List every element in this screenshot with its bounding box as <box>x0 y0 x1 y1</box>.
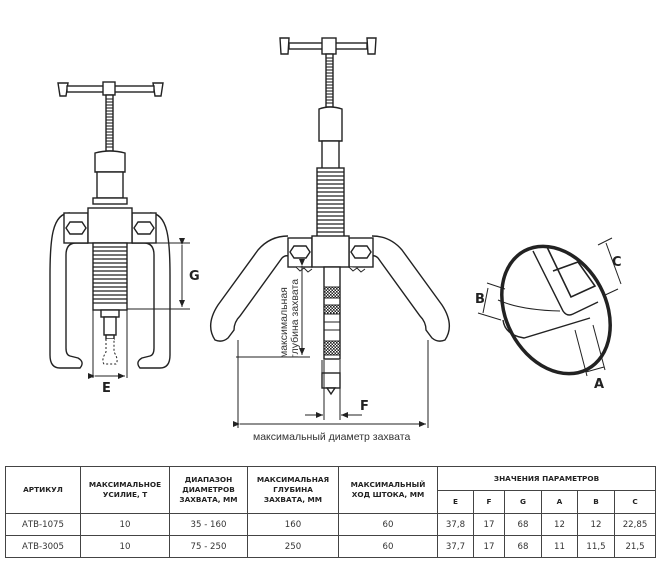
cell-e: 37,8 <box>437 513 474 536</box>
header-param-e: E <box>437 490 474 514</box>
dimension-label-e: E <box>102 381 111 396</box>
cell-e: 37,7 <box>437 535 474 558</box>
dimension-label-c: C <box>612 255 622 270</box>
cell-force: 10 <box>80 535 170 558</box>
cell-b: 12 <box>577 513 615 536</box>
dimension-label-g: G <box>189 269 200 284</box>
cell-f: 17 <box>473 513 505 536</box>
header-param-f: F <box>473 490 505 514</box>
t-handle <box>57 81 164 97</box>
center-puller-view <box>210 37 450 428</box>
cell-c: 21,5 <box>613 535 657 558</box>
table-row: АТВ-1075 10 35 - 160 160 60 37,8 17 68 1… <box>5 513 657 536</box>
puller-diagram: G E <box>49 37 622 443</box>
jaw-tip-detail <box>477 237 622 377</box>
cell-stroke: 60 <box>338 513 438 536</box>
left-jaw <box>49 212 88 369</box>
cell-force: 10 <box>80 513 170 536</box>
dimension-label-a: A <box>594 377 604 392</box>
cell-depth: 250 <box>247 535 339 558</box>
cell-article: АТВ-1075 <box>5 513 81 536</box>
max-diameter-caption: максимальный диаметр захвата <box>253 431 410 443</box>
cell-depth: 160 <box>247 513 339 536</box>
cell-range: 75 - 250 <box>169 535 248 558</box>
header-param-a: A <box>541 490 578 514</box>
header-param-g: G <box>504 490 542 514</box>
screw <box>105 94 114 152</box>
header-article: АРТИКУЛ <box>5 466 81 514</box>
center-right-arm <box>363 235 450 342</box>
dimension-label-f: F <box>360 399 369 414</box>
cell-article: АТВ-3005 <box>5 535 81 558</box>
cell-g: 68 <box>504 513 542 536</box>
cell-range: 35 - 160 <box>169 513 248 536</box>
dimension-label-b: B <box>475 292 485 307</box>
max-depth-caption-line2: глубина захвата <box>289 279 301 358</box>
header-parameter-values: ЗНАЧЕНИЯ ПАРАМЕТРОВ <box>436 466 657 491</box>
right-jaw <box>132 212 171 369</box>
header-param-b: B <box>577 490 615 514</box>
cell-c: 22,85 <box>613 513 657 536</box>
center-left-arm <box>210 235 297 342</box>
cell-a: 11 <box>541 535 578 558</box>
max-depth-caption-line1: максимальная <box>278 287 290 358</box>
cell-b: 11,5 <box>577 535 615 558</box>
header-param-c: C <box>613 490 657 514</box>
table-row: АТВ-3005 10 75 - 250 250 60 37,7 17 68 1… <box>5 535 657 558</box>
left-puller-view <box>49 81 190 379</box>
cell-a: 12 <box>541 513 578 536</box>
cell-f: 17 <box>473 535 505 558</box>
cell-g: 68 <box>504 535 542 558</box>
cell-stroke: 60 <box>338 535 438 558</box>
